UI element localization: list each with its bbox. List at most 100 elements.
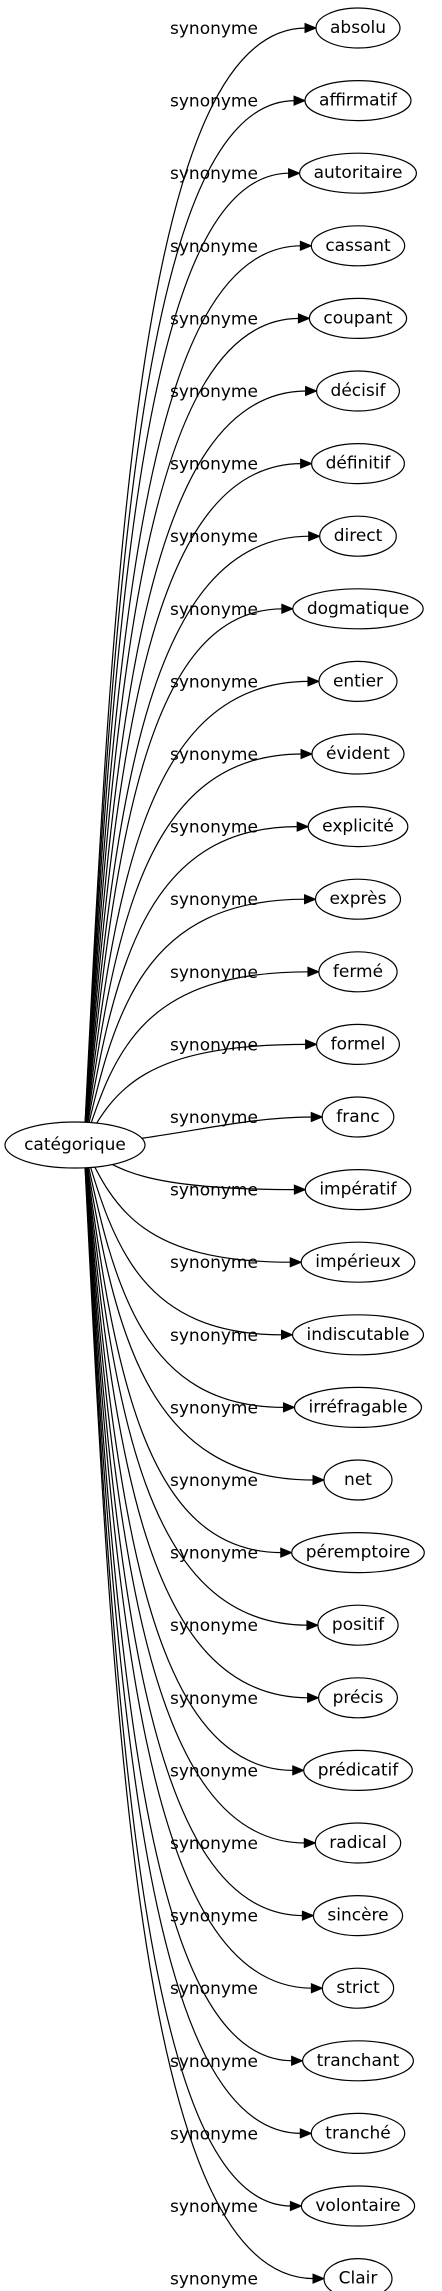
synonym-node[interactable]: formel xyxy=(316,1023,401,1066)
synonym-edge xyxy=(83,608,283,1146)
synonym-edge xyxy=(83,463,302,1146)
synonym-label: précis xyxy=(333,1688,384,1708)
synonym-label: tranchant xyxy=(317,2051,400,2071)
synonym-node-ellipse xyxy=(317,1604,399,1646)
edge-arrowhead xyxy=(301,1910,315,1921)
nodes-layer: catégorique absolu affirmatif autoritaire c… xyxy=(4,7,425,2291)
synonym-node-ellipse xyxy=(311,733,405,775)
edge-label: synonyme xyxy=(170,1616,258,1636)
synonym-node[interactable]: autoritaire xyxy=(299,152,418,194)
edge-arrowhead xyxy=(289,2200,303,2212)
synonym-label: autoritaire xyxy=(314,163,403,183)
edge-label: synonyme xyxy=(170,890,258,910)
synonym-node[interactable]: prédicatif xyxy=(303,1749,413,1792)
edge-label: synonyme xyxy=(170,1108,258,1128)
synonym-node-ellipse xyxy=(323,1459,393,1501)
synonym-edge xyxy=(83,1144,302,2134)
edge-arrowhead xyxy=(292,1765,306,1776)
edge-arrowhead xyxy=(306,1619,320,1631)
synonym-label: positif xyxy=(332,1615,385,1635)
synonym-edge xyxy=(83,245,302,1146)
synonym-edge xyxy=(83,1144,283,1336)
synonym-node[interactable]: précis xyxy=(318,1677,399,1719)
synonym-node[interactable]: tranché xyxy=(310,2112,406,2154)
synonym-node[interactable]: cassant xyxy=(310,225,406,267)
synonym-label: strict xyxy=(336,1978,380,1998)
edge-arrowhead xyxy=(280,1329,294,1341)
synonym-node[interactable]: définitif xyxy=(311,443,406,485)
edge-label: synonyme xyxy=(170,1544,258,1564)
synonym-node[interactable]: radical xyxy=(314,1822,402,1864)
synonym-node[interactable]: entier xyxy=(318,660,398,703)
edge-arrowhead xyxy=(293,95,307,106)
synonym-node[interactable]: franc xyxy=(321,1096,395,1138)
synonym-node[interactable]: volontaire xyxy=(300,2185,416,2227)
synonym-node-ellipse xyxy=(310,2112,406,2154)
synonym-node[interactable]: décisif xyxy=(316,370,401,412)
edges-layer: synonyme synonyme synonyme synonyme synonyme… xyxy=(83,19,326,2290)
edge-label: synonyme xyxy=(170,455,258,475)
edge-label: synonyme xyxy=(170,2052,258,2072)
synonym-node-ellipse xyxy=(300,2185,416,2227)
synonym-node[interactable]: fermé xyxy=(318,951,398,993)
synonym-node[interactable]: explicité xyxy=(307,805,409,848)
synonym-node[interactable]: net xyxy=(323,1459,393,1501)
synonym-node[interactable]: coupant xyxy=(308,297,408,339)
synonym-node-ellipse xyxy=(299,152,418,194)
synonym-node[interactable]: dogmatique xyxy=(292,588,424,630)
synonym-edge xyxy=(83,390,307,1146)
synonym-label: sincère xyxy=(327,1906,388,1926)
synonym-label: fermé xyxy=(333,962,383,982)
synonym-node-ellipse xyxy=(319,515,397,557)
root-node[interactable]: catégorique xyxy=(4,1121,146,1169)
root-node-ellipse xyxy=(4,1121,146,1169)
synonym-edge xyxy=(83,1144,292,1263)
synonym-label: prédicatif xyxy=(318,1760,400,1780)
synonym-node[interactable]: tranchant xyxy=(302,2040,415,2082)
synonym-node[interactable]: positif xyxy=(317,1604,399,1646)
edge-arrowhead xyxy=(312,1474,326,1486)
synonym-node[interactable]: impérieux xyxy=(300,1241,416,1283)
edge-label: synonyme xyxy=(170,382,258,402)
edge-label: synonyme xyxy=(170,1689,258,1709)
synonym-label: exprès xyxy=(330,889,387,909)
synonym-label: dogmatique xyxy=(307,599,409,619)
synonym-label: impérieux xyxy=(315,1252,401,1272)
edge-arrowhead xyxy=(300,458,313,469)
edge-arrowhead xyxy=(299,240,313,252)
synonym-node[interactable]: indiscutable xyxy=(291,1314,425,1356)
synonym-label: explicité xyxy=(322,817,394,837)
synonym-edge xyxy=(83,1144,293,2062)
synonym-node[interactable]: impératif xyxy=(304,1168,412,1211)
synonym-edge xyxy=(83,1144,309,1699)
synonym-node[interactable]: exprès xyxy=(314,878,402,920)
synonym-node-ellipse xyxy=(291,1531,425,1574)
synonym-label: péremptoire xyxy=(306,1543,411,1563)
synonym-label: radical xyxy=(329,1833,386,1853)
edge-arrowhead xyxy=(289,1256,303,1268)
synonym-label: impératif xyxy=(319,1180,397,1200)
edge-label: synonyme xyxy=(170,600,258,620)
synonym-node[interactable]: péremptoire xyxy=(291,1531,425,1574)
edge-label: synonyme xyxy=(170,164,258,184)
edge-label: synonyme xyxy=(170,1035,258,1055)
synonym-edge xyxy=(83,535,310,1146)
synonym-node[interactable]: affirmatif xyxy=(304,79,412,122)
edge-label: synonyme xyxy=(170,237,258,257)
synonym-node[interactable]: irréfragable xyxy=(293,1386,423,1429)
synonym-node-ellipse xyxy=(311,443,406,485)
synonym-label: affirmatif xyxy=(319,91,398,111)
edge-label: synonyme xyxy=(170,963,258,983)
synonym-node[interactable]: absolu xyxy=(315,7,401,49)
synonym-node-ellipse xyxy=(318,660,398,703)
synonym-node-ellipse xyxy=(303,1749,413,1792)
synonym-node[interactable]: direct xyxy=(319,515,397,557)
synonym-label: net xyxy=(344,1470,372,1490)
synonym-node[interactable]: évident xyxy=(311,733,405,775)
synonym-node[interactable]: sincère xyxy=(312,1894,404,1937)
edge-arrowhead xyxy=(303,1837,317,1849)
synonym-node[interactable]: Clair xyxy=(323,2258,393,2291)
synonym-node[interactable]: strict xyxy=(321,1967,395,2009)
synonym-node-ellipse xyxy=(314,878,402,920)
